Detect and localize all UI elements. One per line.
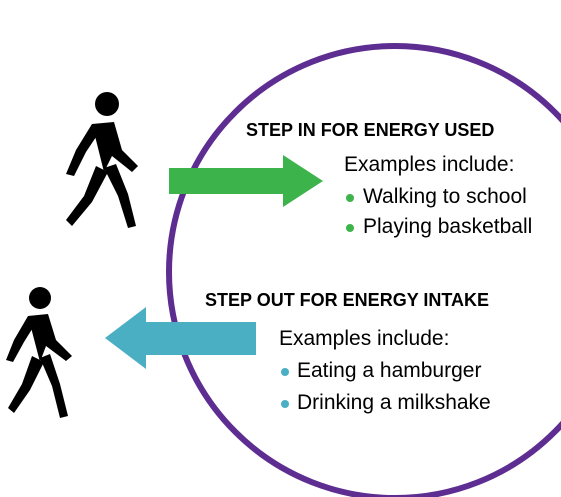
step-out-bullet — [281, 368, 289, 376]
walking-person-icon — [6, 287, 72, 418]
left-arrow-icon — [105, 307, 256, 369]
energy-circle — [166, 43, 561, 497]
step-out-item: Eating a hamburger — [297, 359, 482, 382]
step-out-item: Drinking a milkshake — [297, 391, 491, 414]
step-in-bullet — [346, 224, 354, 232]
step-in-heading: STEP IN FOR ENERGY USED — [246, 120, 495, 140]
right-arrow-icon — [169, 155, 323, 207]
walking-person-icon — [66, 92, 138, 228]
step-in-intro: Examples include: — [344, 153, 515, 176]
step-in-item: Playing basketball — [363, 215, 533, 238]
step-in-bullet — [346, 194, 354, 202]
step-out-heading: STEP OUT FOR ENERGY INTAKE — [205, 290, 490, 310]
step-out-intro: Examples include: — [279, 327, 450, 350]
step-in-item: Walking to school — [363, 185, 527, 208]
step-out-bullet — [281, 400, 289, 408]
